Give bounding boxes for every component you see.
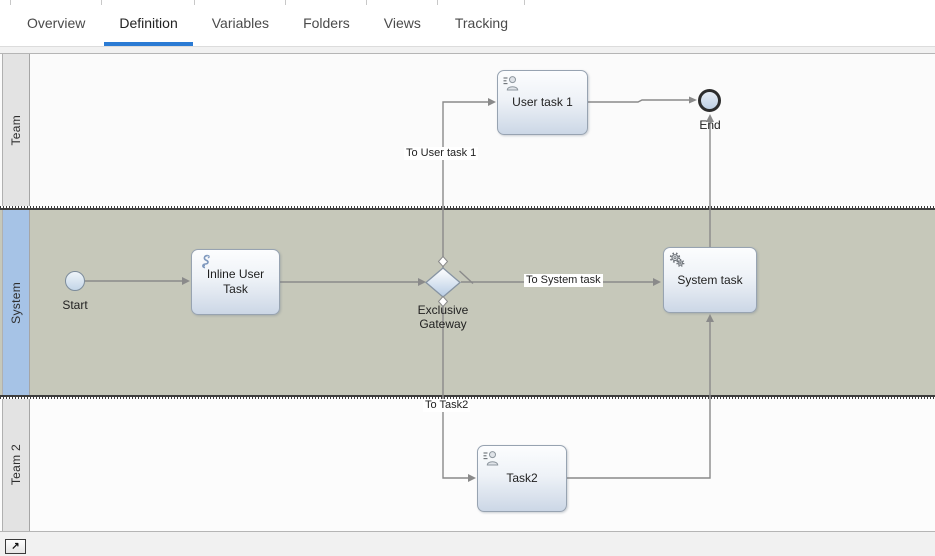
- tab-tracking[interactable]: Tracking: [438, 0, 526, 46]
- tab-label: Folders: [303, 15, 350, 31]
- task-label: Task2: [506, 471, 538, 485]
- user-icon: [483, 451, 499, 466]
- arrowhead: [488, 98, 496, 106]
- gateway-connection-handle[interactable]: [437, 255, 449, 268]
- arrowhead: [418, 278, 426, 286]
- lane-selection-dotted-border: [0, 397, 935, 399]
- tab-bar: Overview Definition Variables Folders Vi…: [0, 0, 935, 47]
- user-icon: [503, 76, 519, 91]
- start-event-label: Start: [62, 298, 88, 312]
- edge-gateway-to-user-task-1[interactable]: [442, 101, 488, 268]
- task-system-task[interactable]: System task: [663, 247, 757, 313]
- expand-icon: ↗: [11, 541, 20, 552]
- lane-team-header[interactable]: Team: [2, 54, 30, 206]
- arrowhead: [689, 96, 697, 104]
- sequence-flow-layer: [85, 96, 714, 482]
- exclusive-gateway-shape[interactable]: [424, 267, 462, 298]
- edge-gateway-to-task2[interactable]: [442, 297, 468, 479]
- task-label: Inline User Task: [206, 267, 265, 296]
- task-label: System task: [677, 272, 743, 287]
- lane-selection-dotted-border: [0, 206, 935, 208]
- edge-user-task-1-to-end[interactable]: [588, 99, 690, 103]
- task-user-task-1[interactable]: User task 1: [497, 70, 588, 135]
- edge-label-to-user-task-1[interactable]: To User task 1: [404, 147, 479, 160]
- tab-label: Views: [383, 15, 421, 31]
- tab-views[interactable]: Views: [367, 0, 438, 46]
- gateway-label: Exclusive Gateway: [417, 303, 469, 331]
- tab-overview[interactable]: Overview: [10, 0, 103, 46]
- tab-label: Variables: [211, 15, 270, 31]
- start-event[interactable]: [65, 271, 85, 291]
- default-flow-marker: [459, 270, 474, 285]
- edge-label-to-task2[interactable]: To Task2: [423, 399, 471, 412]
- edge-task2-to-system-task[interactable]: [567, 322, 711, 479]
- active-tab-underline: [104, 42, 193, 46]
- tab-folders[interactable]: Folders: [286, 0, 367, 46]
- lane-team2[interactable]: Team 2: [0, 399, 935, 531]
- task-task2[interactable]: Task2: [477, 445, 567, 512]
- lane-system[interactable]: System: [0, 208, 935, 397]
- expand-diagram-button[interactable]: ↗: [5, 539, 26, 554]
- tab-definition[interactable]: Definition: [102, 0, 196, 46]
- pool-top-border: [0, 53, 935, 54]
- pool-bottom-border: [0, 531, 935, 532]
- lane-team2-header[interactable]: Team 2: [2, 399, 30, 531]
- gears-icon: [669, 252, 685, 267]
- gateway-connection-handle[interactable]: [437, 295, 449, 308]
- tab-label: Overview: [27, 15, 86, 31]
- arrowhead: [706, 314, 714, 322]
- arrowhead: [653, 278, 661, 286]
- task-label: User task 1: [512, 95, 573, 109]
- tab-label: Tracking: [454, 15, 509, 31]
- end-event-label: End: [699, 118, 721, 132]
- arrowhead: [182, 277, 190, 285]
- arrowhead: [468, 474, 476, 482]
- end-event[interactable]: [698, 89, 721, 112]
- tab-label: Definition: [119, 15, 178, 31]
- script-icon: [202, 254, 210, 269]
- edge-label-to-system-task[interactable]: To System task: [524, 274, 603, 287]
- task-inline-user-task[interactable]: Inline User Task: [191, 249, 280, 315]
- tab-variables[interactable]: Variables: [195, 0, 287, 46]
- process-diagram-canvas: Team System Team 2: [0, 47, 935, 556]
- arrowhead: [706, 114, 714, 122]
- lane-system-header[interactable]: System: [2, 210, 30, 395]
- lane-team[interactable]: Team: [0, 54, 935, 206]
